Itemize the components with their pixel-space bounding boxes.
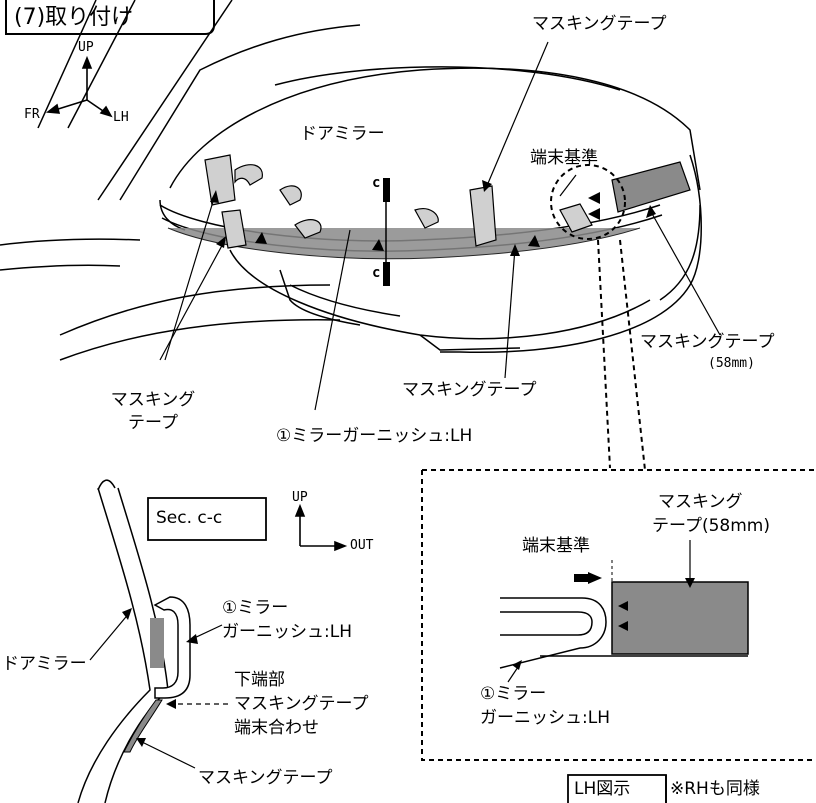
sec-garnish-line1: ①ミラー [222,598,289,618]
axis-fr-label: FR [24,107,40,122]
detail-garnish-line1: ①ミラー [480,684,547,704]
leaders-main [159,41,721,411]
sec-garnish-line2: ガーニッシュ:LH [222,622,352,642]
lower-end-line3: 端末合わせ [234,718,319,738]
triangle-markers [255,192,600,251]
sec-axis-out: OUT [350,538,374,553]
main-axis [45,55,113,118]
lower-end-line1: 下端部 [234,670,285,690]
detail-masking-tape-line1: マスキング [658,492,743,512]
section-profile [77,479,169,803]
detail-circle [550,164,626,240]
detail-garnish-line2: ガーニッシュ:LH [480,708,610,728]
masking-tape-bottom-label: マスキングテープ [402,380,537,400]
section-marker-bottom: c [372,265,381,281]
masking-tape-left-line1: マスキング [110,390,196,410]
detail-masking-tape-line2: テープ(58mm) [652,516,770,536]
masking-tape-top-label: マスキングテープ [532,14,667,34]
lh-figure-label: LH図示 [574,779,631,799]
detail-tape [611,581,749,655]
section-axis [294,503,348,552]
sec-cc-box [147,497,267,541]
axis-up-label: UP [78,40,94,55]
detail-garnish [499,597,748,669]
lower-end-line2: マスキングテープ [234,694,369,714]
garnish-label-main: ①ミラーガーニッシュ:LH [276,426,473,446]
section-title: (7)取り付け [14,5,134,30]
section-marker-top: c [372,175,381,191]
rh-note-label: ※RHも同様 [670,779,760,799]
leader-arrows-main [210,180,656,256]
masking-tape-left-line2: テープ [128,413,178,433]
door-mirror-outline [0,0,702,361]
sec-cc-title: Sec. c-c [156,508,223,528]
sec-door-mirror-label: ドアミラー [2,654,87,674]
sec-axis-up: UP [292,490,308,505]
end-reference-label: 端末基準 [530,148,598,168]
masking-tape-right-size: (58mm) [708,356,755,371]
section-line-cc [383,178,390,286]
detail-end-reference: 端末基準 [522,536,590,556]
axis-lh-label: LH [113,110,129,125]
masking-tape-right-label: マスキングテープ [640,332,775,352]
door-mirror-label: ドアミラー [300,124,385,144]
sec-masking-tape-label: マスキングテープ [198,768,333,788]
